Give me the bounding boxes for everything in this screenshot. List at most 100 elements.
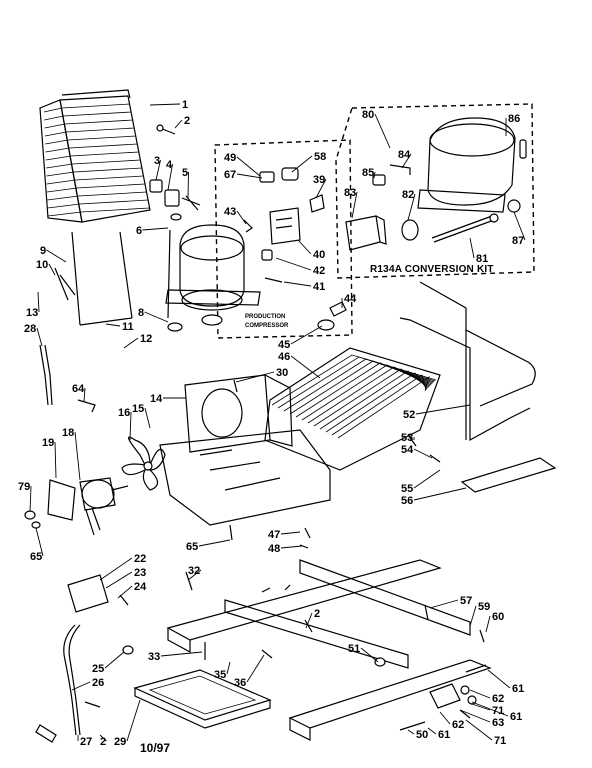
- leader-line-p33: [160, 651, 203, 657]
- leader-line-p40: [297, 239, 312, 255]
- leader-line-p71a: [471, 703, 491, 711]
- leader-line-p35: [226, 661, 231, 675]
- part-number-p11: 11: [122, 321, 134, 333]
- part-number-p57: 57: [460, 595, 472, 607]
- part-number-p67: 67: [224, 169, 236, 181]
- leader-line-p82: [407, 193, 416, 221]
- leader-line-p80: [374, 113, 391, 149]
- part-number-p82: 82: [402, 189, 414, 201]
- leader-line-p59: [469, 605, 477, 627]
- fasteners: [119, 379, 485, 731]
- part-number-p8: 8: [138, 307, 144, 319]
- leader-line-p26: [71, 681, 91, 691]
- leader-line-p22: [99, 557, 133, 581]
- part-number-p71a: 71: [492, 705, 504, 717]
- leader-line-p84: [401, 153, 412, 169]
- leader-line-p13: [37, 291, 40, 313]
- part-number-p81: 81: [476, 253, 488, 265]
- wire-harness-28: [39, 344, 53, 406]
- part-number-p65b: 65: [30, 551, 42, 563]
- kit-label: R134A CONVERSION KIT: [370, 264, 494, 275]
- part-number-p42: 42: [313, 265, 325, 277]
- part-number-p56: 56: [401, 495, 413, 507]
- leader-line-p52: [415, 404, 471, 415]
- part-number-p2c: 2: [314, 608, 320, 620]
- part-number-p41: 41: [313, 281, 325, 293]
- leader-line-p9: [46, 249, 67, 263]
- leader-line-p6: [142, 227, 169, 231]
- part-number-p28: 28: [24, 323, 36, 335]
- leader-line-p45: [290, 325, 323, 345]
- part-number-p27: 27: [80, 736, 92, 748]
- leader-line-p24: [117, 585, 133, 599]
- condenser-coil-drawing: [39, 89, 151, 223]
- production-compressor-box: [214, 139, 353, 339]
- part-number-p48: 48: [268, 543, 280, 555]
- part-number-p22: 22: [134, 553, 146, 565]
- leader-line-p65a: [198, 539, 231, 547]
- part-number-p18: 18: [62, 427, 74, 439]
- part-number-p4: 4: [166, 159, 173, 171]
- part-number-p49: 49: [224, 152, 236, 164]
- part-number-p1: 1: [182, 99, 188, 111]
- leader-line-p58: [291, 155, 313, 173]
- leader-line-p79: [29, 485, 32, 513]
- part-number-p62a: 62: [492, 693, 504, 705]
- drip-tray-drawing: [133, 669, 272, 729]
- leader-line-p46: [290, 355, 321, 379]
- leader-line-p25: [104, 651, 125, 669]
- part-number-p36: 36: [234, 677, 246, 689]
- production-compressor-label-1: PRODUCTION: [245, 314, 285, 320]
- leader-line-p61b: [471, 701, 509, 717]
- part-number-p61a: 61: [512, 683, 524, 695]
- part-number-p32: 32: [188, 565, 200, 577]
- part-number-p53: 53: [401, 432, 413, 444]
- leader-line-p61a: [487, 669, 511, 689]
- part-number-p19: 19: [42, 437, 54, 449]
- part-number-p62b: 62: [452, 719, 464, 731]
- refrigerant-tubing: [399, 281, 536, 442]
- part-number-p44: 44: [344, 293, 357, 305]
- part-number-p71b: 71: [494, 735, 506, 747]
- part-number-p12: 12: [140, 333, 152, 345]
- kit-small-parts: [345, 164, 499, 251]
- leader-line-p12: [123, 337, 139, 349]
- part-number-p80: 80: [362, 109, 374, 121]
- leader-line-p55: [413, 469, 441, 489]
- leader-line-p36: [246, 654, 265, 683]
- part-number-p9: 9: [40, 245, 46, 257]
- base-frame-drawing: [166, 559, 492, 741]
- part-number-p14: 14: [150, 393, 163, 405]
- leader-line-p65b: [35, 527, 44, 557]
- screw-2: [156, 124, 176, 135]
- leader-line-p5: [187, 171, 189, 199]
- part-number-p59: 59: [478, 601, 490, 613]
- leader-line-p81: [469, 237, 475, 259]
- part-number-p86: 86: [508, 113, 520, 125]
- part-number-p55: 55: [401, 483, 413, 495]
- leader-line-p47: [280, 531, 301, 535]
- leader-line-p48: [280, 545, 303, 549]
- bracket-56: [460, 457, 557, 493]
- valve-assembly-drawing: [429, 664, 487, 719]
- leader-line-p2b: [99, 734, 107, 742]
- part-number-p43: 43: [224, 206, 236, 218]
- clips-3-4-5: [149, 179, 201, 211]
- kit-compressor-drawing: [417, 117, 527, 213]
- part-number-p65a: 65: [186, 541, 198, 553]
- part-number-p52: 52: [403, 409, 415, 421]
- leader-line-p8: [144, 311, 169, 323]
- part-number-p64: 64: [72, 383, 85, 395]
- part-number-p46: 46: [278, 351, 290, 363]
- relay-and-overload-parts: [243, 167, 325, 283]
- leader-line-p15: [144, 407, 151, 429]
- part-number-p61c: 61: [438, 729, 450, 741]
- part-number-p2: 2: [184, 115, 190, 127]
- leader-line-p50: [407, 729, 415, 735]
- part-number-p47: 47: [268, 529, 280, 541]
- part-number-p26: 26: [92, 677, 104, 689]
- leader-line-p28: [36, 327, 43, 347]
- tube-fitting-44-45: [317, 301, 347, 331]
